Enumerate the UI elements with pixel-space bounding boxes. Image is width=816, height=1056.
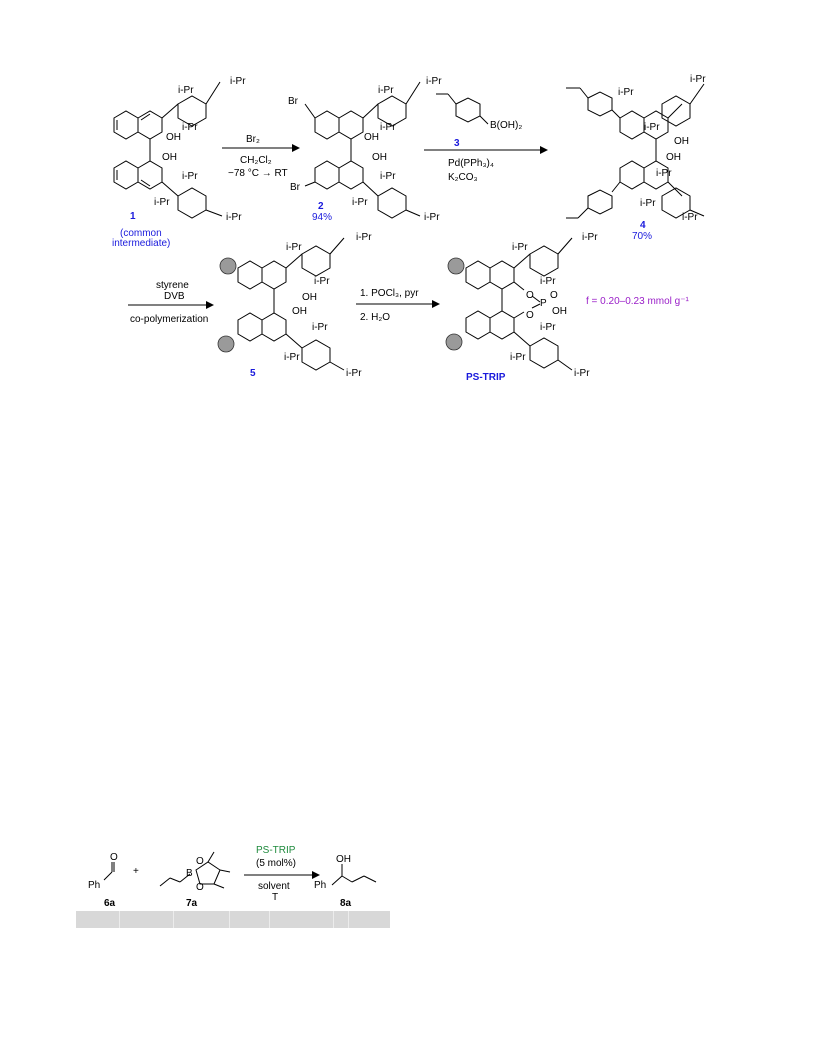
compound-4-structure (566, 83, 705, 219)
boronate-o-lower: O (196, 882, 204, 893)
ps-trip-ipr-upper-ortho: i-Pr (540, 276, 556, 287)
compound-5-ipr-top-left: i-Pr (286, 242, 302, 253)
compound-1-oh-upper: OH (166, 132, 181, 143)
compound-4-yield: 70% (632, 231, 652, 242)
step4-line1: 1. POCl₃, pyr (360, 288, 419, 299)
compound-5-structure (217, 237, 345, 371)
boronate-b: B (186, 868, 193, 879)
table-header-cell (270, 911, 335, 928)
compound-6a-number: 6a (104, 898, 116, 909)
ps-trip-ipr-bottom-left: i-Pr (510, 352, 526, 363)
compound-7a-number: 7a (186, 898, 198, 909)
ps-trip-loading: f = 0.20–0.23 mmol g⁻¹ (586, 296, 690, 307)
compound-2-ipr-top-left: i-Pr (378, 85, 394, 96)
compound-5-ipr-bottom-right: i-Pr (346, 368, 362, 379)
ps-trip-phosphate-o-lower: O (526, 310, 534, 321)
step1-solvent: CH₂Cl₂ (240, 155, 272, 166)
compound-2-number: 2 (318, 201, 324, 212)
compound-2-oh-upper: OH (364, 132, 379, 143)
compound-5-number: 5 (250, 368, 256, 379)
product-ph: Ph (314, 880, 326, 891)
ps-trip-ipr-top-right: i-Pr (582, 232, 598, 243)
step3-line1: styrene (156, 280, 189, 291)
compound-1-caption-line1: (common (120, 228, 162, 239)
compound-2-br-lower: Br (290, 182, 301, 193)
compound-5-ipr-top-right: i-Pr (356, 232, 372, 243)
compound-5-ipr-bottom-left: i-Pr (284, 352, 300, 363)
step3-line3: co-polymerization (130, 314, 208, 325)
ps-trip-label: PS-TRIP (466, 372, 506, 383)
reagent-3-number: 3 (454, 138, 460, 149)
table-header-cell (349, 911, 390, 928)
table-header-cell (174, 911, 231, 928)
scheme2-catalyst-loading: (5 mol%) (256, 858, 296, 869)
ps-trip-phosphate-o-upper: O (526, 290, 534, 301)
step4-line2: 2. H₂O (360, 312, 390, 323)
step1-conditions: −78 °C → RT (228, 168, 288, 179)
aldehyde-ph: Ph (88, 880, 100, 891)
table-header-cell (76, 911, 121, 928)
compound-4-oh-upper: OH (674, 136, 689, 147)
compound-1-oh-lower: OH (162, 152, 177, 163)
compound-1-structure (113, 81, 223, 219)
compound-5-oh-upper: OH (302, 292, 317, 303)
ps-trip-phosphate-oxo: O (550, 290, 558, 301)
ps-trip-ipr-bottom-right: i-Pr (574, 368, 590, 379)
ps-trip-ipr-top-left: i-Pr (512, 242, 528, 253)
boronate-o-upper: O (196, 856, 204, 867)
scheme2-structures (103, 851, 377, 889)
compound-2-ipr-bottom-left: i-Pr (352, 197, 368, 208)
ps-trip-structure (445, 237, 573, 371)
plus-sign: + (133, 866, 139, 877)
compound-2-ipr-upper-ortho: i-Pr (380, 122, 396, 133)
compound-4-ipr-bottom-right: i-Pr (682, 212, 698, 223)
reagent-3-boronic-acid: B(OH)₂ (490, 120, 522, 131)
compound-2-br-upper: Br (288, 96, 299, 107)
compound-8a-number: 8a (340, 898, 352, 909)
compound-1-ipr-top-right: i-Pr (230, 76, 246, 87)
compound-4-ipr-top-right: i-Pr (690, 74, 706, 85)
compound-4-ipr-bottom-left: i-Pr (640, 198, 656, 209)
step2-catalyst: Pd(PPh₃)₄ (448, 158, 494, 169)
table-header-cell (334, 911, 349, 928)
compound-1-ipr-bottom-left: i-Pr (154, 197, 170, 208)
aldehyde-o: O (110, 852, 118, 863)
ps-trip-phosphate-p: P (540, 298, 547, 309)
compound-5-ipr-upper-ortho: i-Pr (314, 276, 330, 287)
compound-1-ipr-bottom-right: i-Pr (226, 212, 242, 223)
scheme2-solvent: solvent (258, 881, 290, 892)
table-header-cell (120, 911, 175, 928)
compound-4-ipr-lower-ortho: i-Pr (656, 168, 672, 179)
compound-1-ipr-upper-ortho: i-Pr (182, 122, 198, 133)
compound-4-number: 4 (640, 220, 646, 231)
compound-2-ipr-bottom-right: i-Pr (424, 212, 440, 223)
ps-trip-ipr-lower-ortho: i-Pr (540, 322, 556, 333)
compound-4-ipr-upper-ortho: i-Pr (644, 122, 660, 133)
compound-1-ipr-lower-ortho: i-Pr (182, 171, 198, 182)
compound-4-ipr-top-left: i-Pr (618, 87, 634, 98)
step2-base: K₂CO₃ (448, 172, 478, 183)
compound-1-ipr-top-left: i-Pr (178, 85, 194, 96)
table-header-row (76, 911, 390, 928)
ps-trip-phosphate-oh: OH (552, 306, 567, 317)
compound-2-structure (304, 81, 421, 219)
compound-5-oh-lower: OH (292, 306, 307, 317)
compound-2-oh-lower: OH (372, 152, 387, 163)
compound-5-ipr-lower-ortho: i-Pr (312, 322, 328, 333)
scheme2-catalyst: PS-TRIP (256, 845, 296, 856)
compound-2-ipr-top-right: i-Pr (426, 76, 442, 87)
compound-1-caption-line2: intermediate) (112, 238, 170, 249)
compound-2-ipr-lower-ortho: i-Pr (380, 171, 396, 182)
step3-line2: DVB (164, 291, 185, 302)
compound-2-yield: 94% (312, 212, 332, 223)
compound-4-oh-lower: OH (666, 152, 681, 163)
table-header-cell (230, 911, 271, 928)
reaction-arrow-scheme2 (312, 871, 320, 879)
product-oh: OH (336, 854, 351, 865)
step1-reagent: Br₂ (246, 134, 260, 145)
reagent-3-structure (436, 93, 489, 125)
scheme2-temperature: T (272, 892, 278, 903)
compound-1-number: 1 (130, 211, 136, 222)
